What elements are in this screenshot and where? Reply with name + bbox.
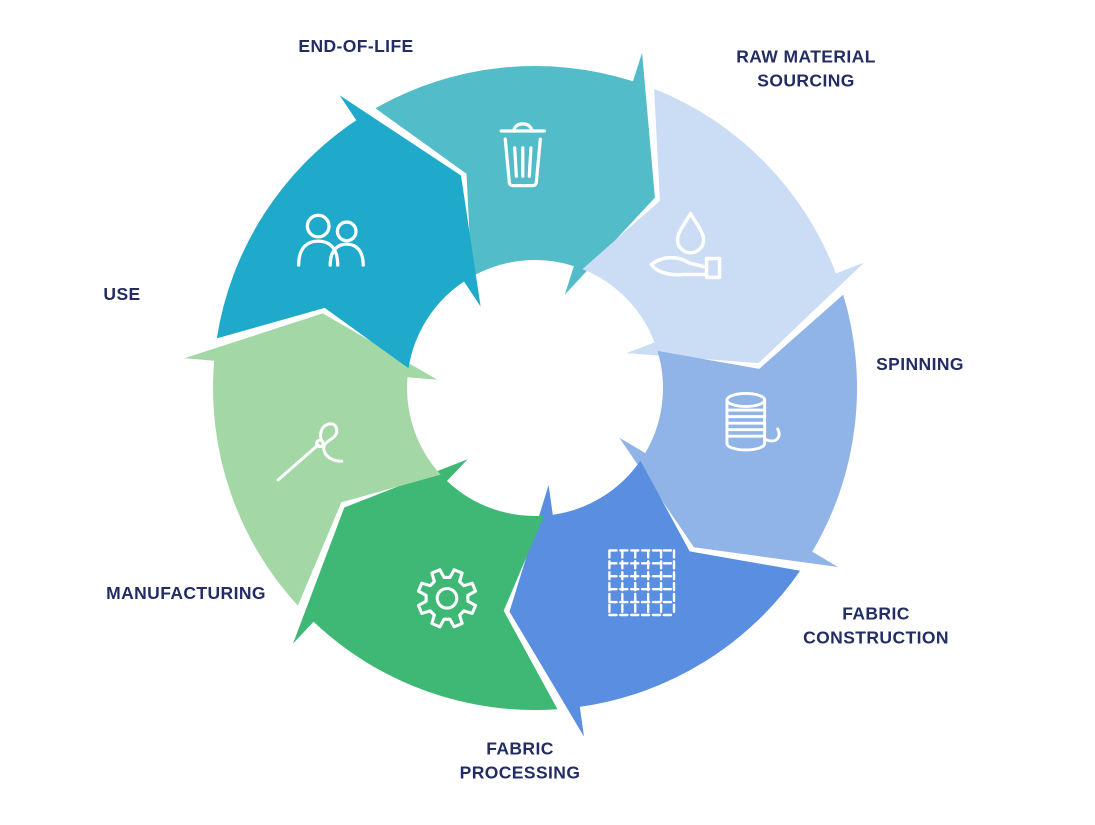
- trash-icon: [499, 122, 547, 188]
- label-end-of-life: END-OF-LIFE: [298, 36, 414, 57]
- segment-use: [216, 95, 481, 369]
- woven-fabric-icon: [608, 549, 676, 617]
- water-hand-icon: [649, 211, 722, 280]
- segment-manufacturing: [184, 313, 441, 606]
- label-raw-material-sourcing: RAW MATERIAL SOURCING: [736, 46, 876, 90]
- label-use: USE: [103, 284, 141, 305]
- segment-raw-material-sourcing: [582, 88, 864, 364]
- gear-icon: [416, 568, 478, 629]
- label-manufacturing: MANUFACTURING: [106, 583, 266, 604]
- needle-thread-icon: [276, 422, 344, 482]
- thread-spool-icon: [725, 391, 781, 452]
- label-spinning: SPINNING: [876, 354, 964, 375]
- label-fabric-processing: FABRIC PROCESSING: [459, 738, 581, 782]
- segment-fabric-construction: [509, 460, 801, 737]
- people-icon: [297, 213, 365, 267]
- label-fabric-construction: FABRIC CONSTRUCTION: [803, 603, 949, 647]
